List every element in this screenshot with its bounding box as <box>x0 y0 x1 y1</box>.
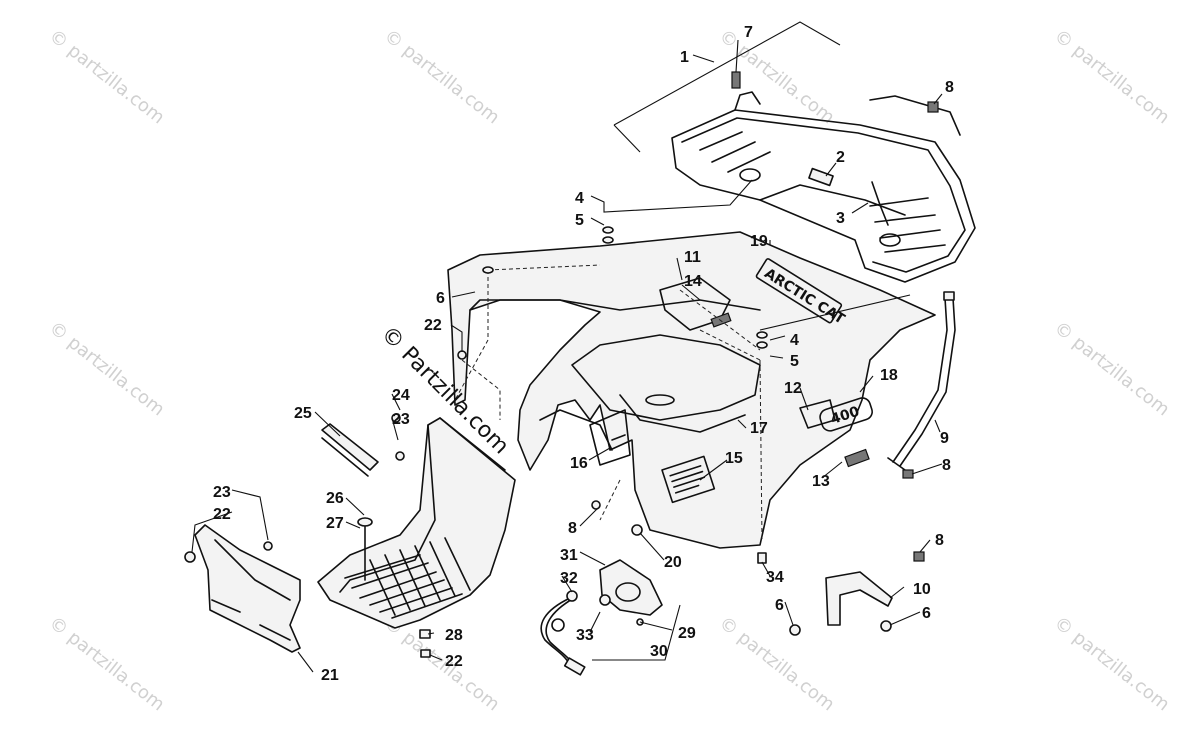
watermark-text: © partzilla.com <box>1050 25 1173 128</box>
callout-24: 24 <box>392 387 410 404</box>
callout-12: 12 <box>784 380 802 397</box>
callout-34: 34 <box>766 569 784 586</box>
callout-5: 5 <box>790 353 799 370</box>
tail-light-assembly <box>540 559 663 676</box>
callout-20: 20 <box>664 554 682 571</box>
callout-7: 7 <box>744 24 753 41</box>
callout-23: 23 <box>392 411 410 428</box>
callout-16: 16 <box>570 455 588 472</box>
watermark-text: © partzilla.com <box>380 612 503 715</box>
callout-28: 28 <box>445 627 463 644</box>
callout-31: 31 <box>560 547 578 564</box>
rear-fender: ARCTIC CAT 400 <box>447 231 936 549</box>
callout-26: 26 <box>326 490 344 507</box>
watermark-text: © partzilla.com <box>45 612 168 715</box>
watermark-text: © partzilla.com <box>715 612 838 715</box>
callout-6: 6 <box>922 605 931 622</box>
heel-bracket <box>321 423 379 477</box>
callout-19: 19 <box>750 233 768 250</box>
callout-17: 17 <box>750 420 768 437</box>
watermark-text: © partzilla.com <box>45 25 168 128</box>
footwell-grip-pattern <box>344 537 471 619</box>
grab-bar <box>887 291 956 471</box>
callout-3: 3 <box>836 210 845 227</box>
callout-6: 6 <box>436 290 445 307</box>
callout-25: 25 <box>294 405 312 422</box>
callout-22: 22 <box>424 317 442 334</box>
callout-23: 23 <box>213 484 231 501</box>
callout-22: 22 <box>445 653 463 670</box>
license-bracket <box>825 571 893 626</box>
watermark-text: © partzilla.com <box>45 317 168 420</box>
rear-rack <box>671 91 976 283</box>
callout-8: 8 <box>945 79 954 96</box>
callout-21: 21 <box>321 667 339 684</box>
watermark-text: © partzilla.com <box>1050 612 1173 715</box>
leader-lines <box>191 21 943 673</box>
callout-22: 22 <box>213 506 231 523</box>
side-panel <box>194 524 301 653</box>
footwell-panel <box>317 417 516 629</box>
callout-15: 15 <box>725 450 743 467</box>
callout-6: 6 <box>775 597 784 614</box>
callout-2: 2 <box>836 149 845 166</box>
assembly-lines <box>454 264 763 541</box>
callout-11: 11 <box>684 249 701 266</box>
callout-5: 5 <box>575 212 584 229</box>
callout-8: 8 <box>568 520 577 537</box>
callouts: 1 2 3 4 5 6 7 8 9 10 11 12 13 14 15 16 1… <box>213 24 954 684</box>
callout-9: 9 <box>940 430 949 447</box>
callout-33: 33 <box>576 627 594 644</box>
callout-8: 8 <box>942 457 951 474</box>
callout-4: 4 <box>575 190 584 207</box>
hardware <box>184 71 939 658</box>
callout-30: 30 <box>650 643 668 660</box>
callout-18: 18 <box>880 367 898 384</box>
callout-14: 14 <box>684 273 702 290</box>
callout-10: 10 <box>913 581 931 598</box>
watermark-text: © partzilla.com <box>1050 317 1173 420</box>
warning-label <box>661 455 716 504</box>
callout-27: 27 <box>326 515 344 532</box>
watermark-text: © partzilla.com <box>380 25 503 128</box>
callout-4: 4 <box>790 332 799 349</box>
callout-32: 32 <box>560 570 578 587</box>
callout-8: 8 <box>935 532 944 549</box>
callout-13: 13 <box>812 473 830 490</box>
callout-29: 29 <box>678 625 696 642</box>
callout-1: 1 <box>680 49 689 66</box>
